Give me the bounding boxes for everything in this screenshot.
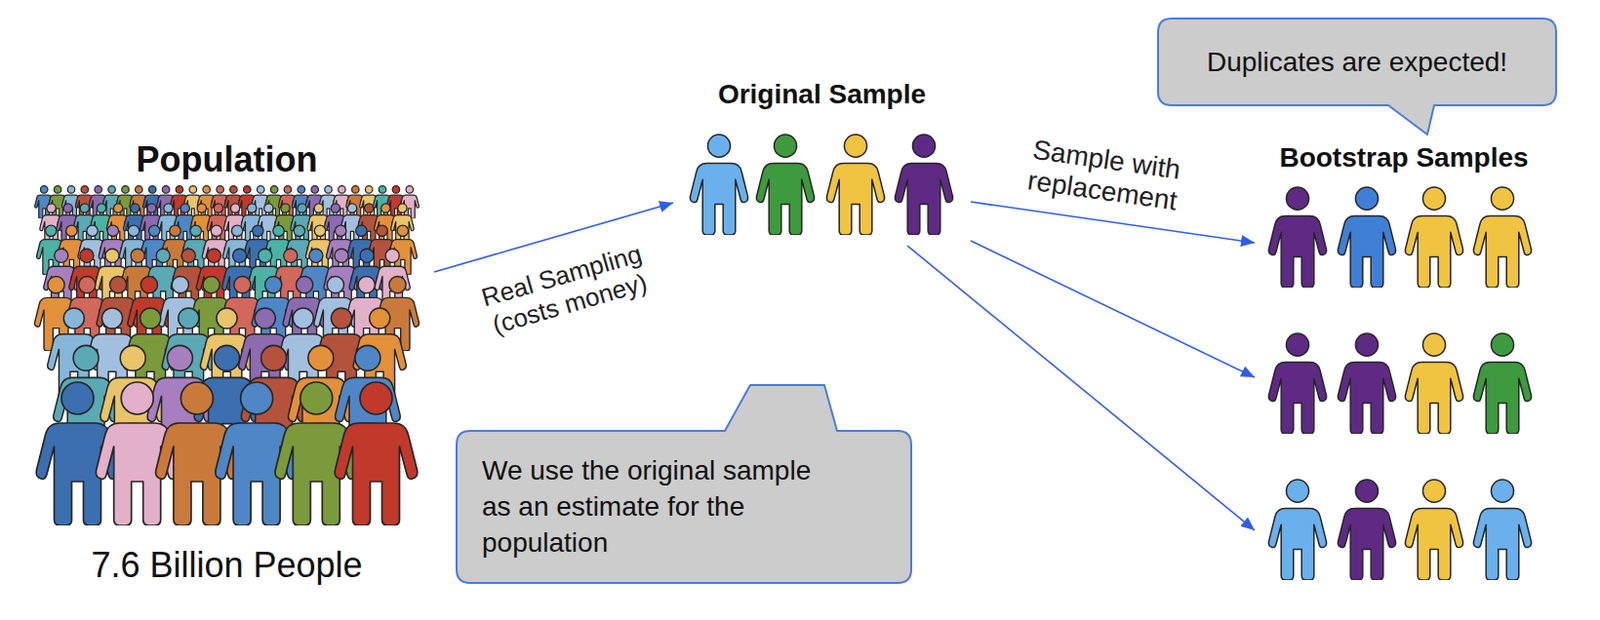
edge-label: Sample with replacement bbox=[1002, 130, 1205, 221]
person-icon bbox=[1268, 333, 1326, 435]
person-icon bbox=[1404, 187, 1463, 288]
edge-label: Real Sampling (costs money) bbox=[464, 236, 669, 347]
crowd-person bbox=[334, 382, 418, 526]
connector-arrow bbox=[907, 245, 1255, 531]
person-icon bbox=[1473, 480, 1531, 581]
person-icon bbox=[1404, 480, 1463, 581]
population-group: Population 7.6 Billion People bbox=[19, 121, 435, 596]
callout-text: We use the original sample as an estimat… bbox=[481, 452, 834, 561]
person-icon bbox=[1473, 333, 1531, 435]
group-heading: Original Sample bbox=[718, 78, 926, 112]
person-icon bbox=[689, 134, 748, 236]
person-icon bbox=[1473, 187, 1531, 288]
callout-outline bbox=[456, 385, 912, 584]
callout-outline bbox=[1158, 18, 1557, 135]
sample-group: Original Sample bbox=[673, 70, 971, 246]
connector-arrow bbox=[970, 240, 1255, 378]
person-icon bbox=[1268, 187, 1326, 288]
person-icon bbox=[894, 134, 953, 236]
person-icon bbox=[826, 134, 884, 236]
crowd-person bbox=[391, 203, 415, 244]
group-heading: Bootstrap Samples bbox=[1279, 141, 1528, 175]
person-icon bbox=[1268, 480, 1326, 581]
person-icon bbox=[756, 134, 814, 236]
person-icon bbox=[1404, 333, 1463, 435]
crowd-person bbox=[400, 186, 419, 219]
person-icon bbox=[1337, 480, 1396, 581]
group-heading: Population bbox=[136, 138, 319, 181]
person-icon bbox=[1337, 187, 1396, 288]
callout-text: Duplicates are expected! bbox=[1206, 45, 1508, 80]
crowd-illustration bbox=[35, 186, 420, 526]
person-icon bbox=[1337, 333, 1396, 435]
callout-bubble: We use the original sample as an estimat… bbox=[456, 431, 912, 584]
population-count: 7.6 Billion People bbox=[90, 544, 362, 587]
bootstrap-group: Bootstrap Samples bbox=[1254, 141, 1554, 586]
callout-bubble: Duplicates are expected! bbox=[1158, 18, 1557, 106]
